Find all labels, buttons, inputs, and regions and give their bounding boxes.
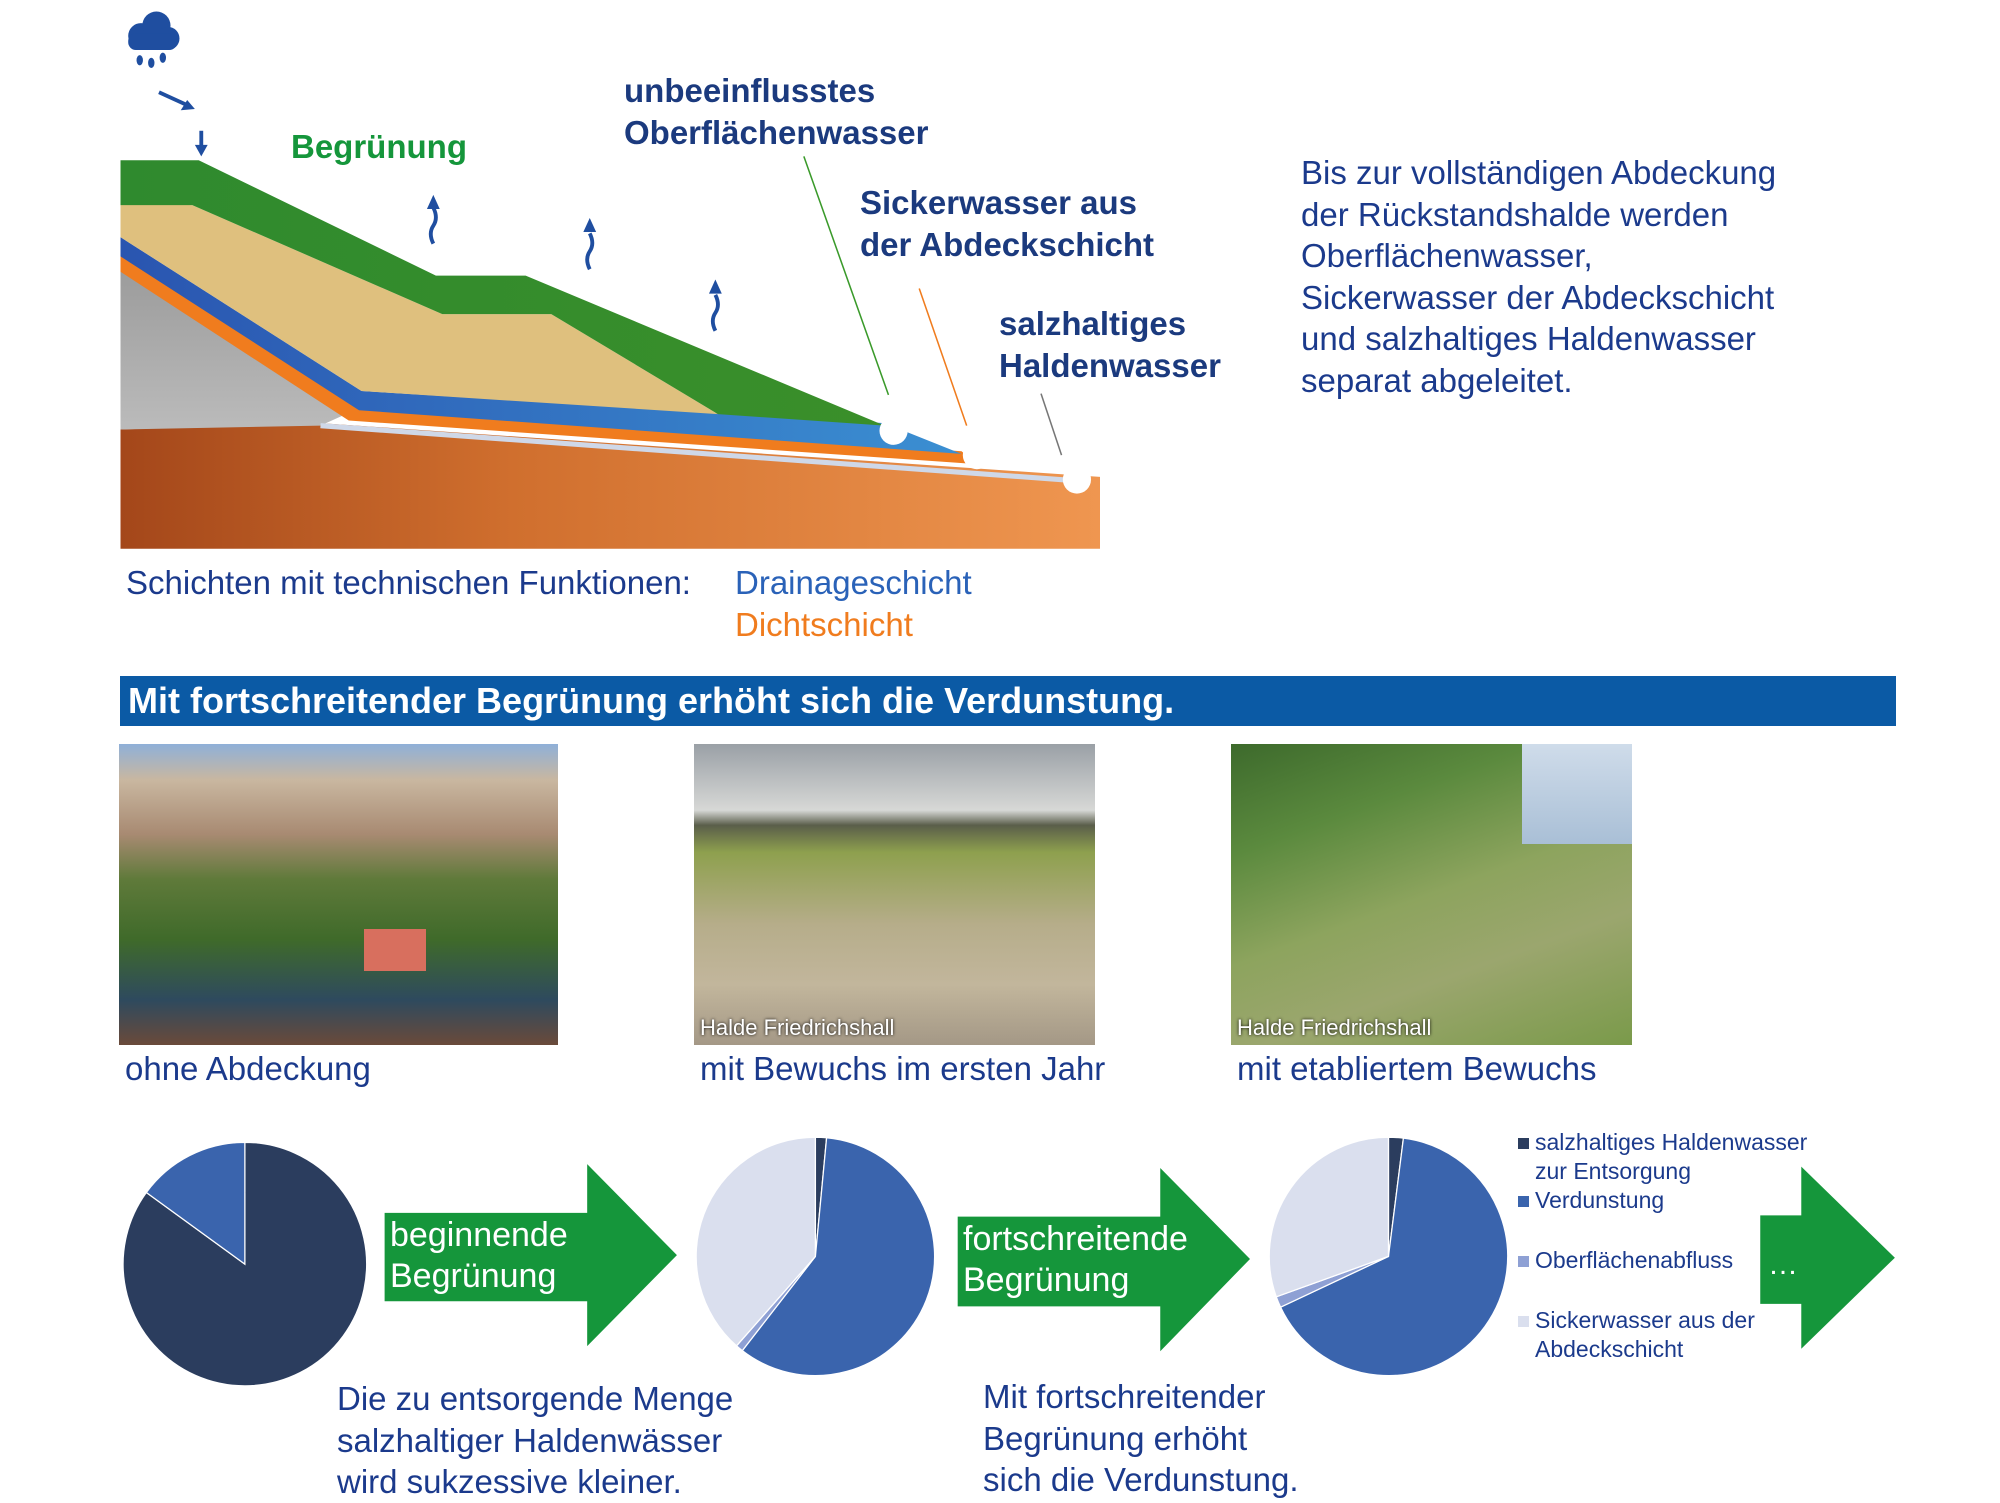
building [364, 929, 426, 971]
legend-swatch [1518, 1316, 1529, 1327]
pie-chart-1 [122, 1141, 368, 1387]
photo-without-cover [119, 744, 558, 1045]
text-line: Sickerwasser der Abdeckschicht [1301, 278, 1775, 316]
legend-swatch [1518, 1256, 1529, 1267]
arrow-label-progressing: fortschreitende Begrünung [963, 1219, 1188, 1301]
pie-slice-seepage [1268, 1136, 1390, 1298]
text-line: Bis zur vollständigen Abdeckung [1301, 154, 1777, 191]
caption-without-cover: ohne Abdeckung [125, 1050, 371, 1087]
legend-swatch [1518, 1196, 1529, 1207]
layers-legend-drainage: Drainageschicht [735, 564, 972, 601]
text-line: und salzhaltiges Haldenwasser [1301, 320, 1756, 357]
note-disposal: Die zu entsorgende Menge salzhaltiger Ha… [337, 1378, 733, 1503]
text-line: sich die Verdunstung. [983, 1461, 1299, 1498]
pie-chart-2 [695, 1136, 936, 1377]
legend-item-saline: salzhaltiges Haldenwasser zur Entsorgung [1518, 1128, 1807, 1186]
legend-label: Oberflächenabfluss [1535, 1247, 1734, 1273]
label-line: salzhaltiges [999, 305, 1187, 342]
separation-line [320, 423, 1078, 484]
ellipsis: … [1768, 1248, 1798, 1281]
pie-slice-seepage [695, 1136, 817, 1347]
label-saline-water: salzhaltiges Haldenwasser [999, 303, 1221, 387]
photo-location-tag: Halde Friedrichshall [1237, 1015, 1432, 1040]
layers-legend-prefix: Schichten mit technischen Funktionen: [126, 564, 691, 601]
text-line: Begrünung [963, 1261, 1130, 1299]
label-line: unbeeinflusstes [624, 72, 876, 109]
intro-text: Bis zur vollständigen Abdeckung der Rück… [1301, 152, 1776, 401]
arrow-label-beginning: beginnende Begrünung [390, 1215, 568, 1297]
label-vegetation: Begrünung [291, 128, 467, 165]
text-line: salzhaltiger Haldenwässer [337, 1421, 723, 1459]
legend-label: Abdeckschicht [1535, 1336, 1684, 1362]
pie-slice-evaporation [145, 1141, 246, 1266]
legend-item-evaporation: Verdunstung [1518, 1186, 1807, 1215]
label-line: Haldenwasser [999, 347, 1221, 384]
section-banner: Mit fortschreitender Begrünung erhöht si… [120, 676, 1896, 726]
soil-layer [120, 202, 718, 415]
arrow-icon [158, 90, 208, 157]
arrow-beginnende [384, 1164, 677, 1347]
label-seepage-water: Sickerwasser aus der Abdeckschicht [860, 182, 1154, 266]
legend-item-runoff: Oberflächenabfluss [1518, 1246, 1807, 1275]
label-surface-water: unbeeinflusstes Oberflächenwasser [624, 70, 928, 154]
legend-label: salzhaltiges Haldenwasser [1535, 1129, 1808, 1155]
pie-slice-evaporation [741, 1137, 936, 1377]
outlet-seepage-icon [962, 441, 992, 470]
caption-established: mit etabliertem Bewuchs [1237, 1050, 1597, 1087]
text-line: Begrünung [390, 1257, 557, 1295]
label-line: der Abdeckschicht [860, 226, 1155, 263]
text-line: Oberflächenwasser, [1301, 237, 1593, 274]
rain-cloud-icon [128, 11, 180, 68]
text-line: separat abgeleitet. [1301, 361, 1573, 399]
pie-chart-3 [1268, 1136, 1509, 1377]
base-heap-layer [120, 423, 1100, 549]
text-line: beginnende [390, 1216, 568, 1254]
label-line: Sickerwasser aus [860, 184, 1138, 221]
arrow-fortschreitende [957, 1167, 1250, 1352]
text-line: der Rückstandshalde werden [1301, 195, 1729, 233]
text-line: wird sukzessive kleiner. [337, 1463, 682, 1500]
legend-swatch [1518, 1138, 1529, 1149]
pie-slice-evaporation [1279, 1137, 1509, 1377]
photo-first-year-growth: Halde Friedrichshall [694, 744, 1095, 1045]
vegetation-layer [120, 160, 885, 426]
legend-label: Verdunstung [1535, 1187, 1665, 1213]
legend-label: zur Entsorgung [1535, 1158, 1691, 1184]
outlet-saline-icon [1062, 465, 1092, 494]
text-line: fortschreitende [963, 1220, 1188, 1258]
note-evaporation: Mit fortschreitender Begrünung erhöht si… [983, 1376, 1299, 1501]
text-line: Die zu entsorgende Menge [337, 1380, 734, 1417]
evaporation-arrow-icon [426, 194, 722, 332]
text-line: Begrünung erhöht [983, 1419, 1248, 1457]
legend-label: Sickerwasser aus der [1535, 1307, 1755, 1333]
layers-legend-sealing: Dichtschicht [735, 606, 913, 643]
photo-location-tag: Halde Friedrichshall [700, 1015, 895, 1040]
drainage-layer [120, 237, 962, 454]
sky [1522, 744, 1632, 844]
arrow-continuation [1760, 1166, 1895, 1349]
caption-first-year: mit Bewuchs im ersten Jahr [700, 1050, 1106, 1087]
label-line: Oberflächenwasser [624, 114, 929, 151]
outlet-surface-icon [879, 416, 908, 445]
photo-established-growth: Halde Friedrichshall [1231, 744, 1632, 1045]
text-line: Mit fortschreitender [983, 1378, 1266, 1415]
